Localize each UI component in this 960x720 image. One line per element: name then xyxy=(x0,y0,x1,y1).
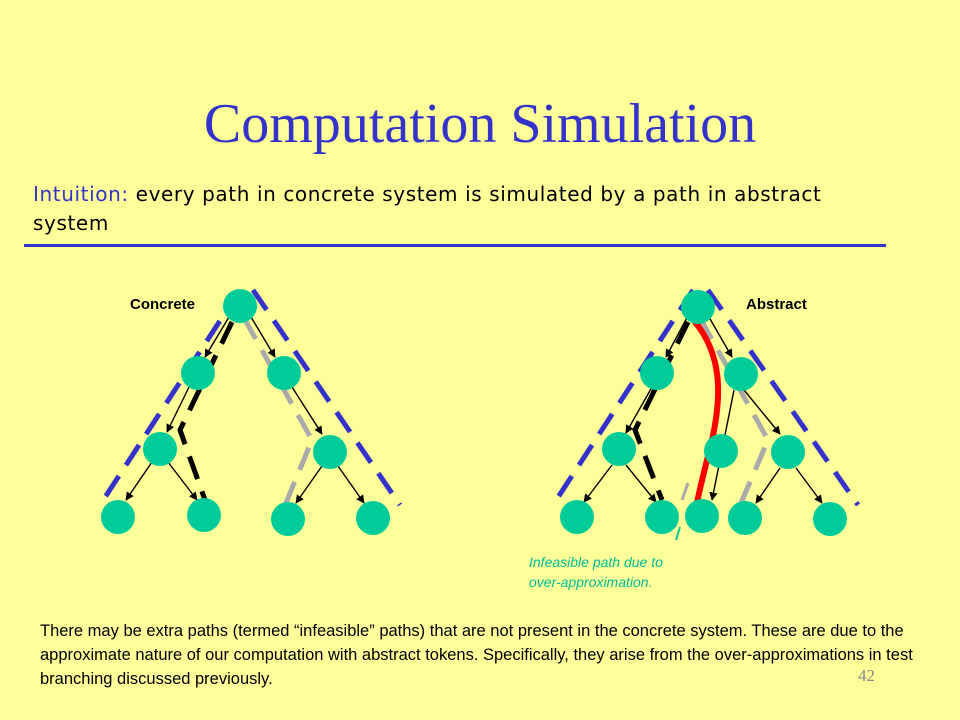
title-divider xyxy=(24,244,886,247)
concrete-node xyxy=(143,432,177,466)
concrete-node xyxy=(313,435,347,469)
abstract-node xyxy=(724,357,758,391)
infeasible-path xyxy=(691,319,722,521)
concrete-node xyxy=(187,498,221,532)
edge xyxy=(743,389,781,435)
concrete-tree xyxy=(97,288,403,536)
abstract-path-left xyxy=(632,320,691,501)
concrete-path-left xyxy=(177,320,235,501)
intuition-lead: Intuition: xyxy=(33,182,129,206)
abstract-node xyxy=(685,499,719,533)
abstract-envelope-left xyxy=(550,288,696,507)
edge xyxy=(665,311,691,358)
infeasible-note: Infeasible path due to over-approximatio… xyxy=(529,552,729,592)
concrete-node xyxy=(267,356,301,390)
edge xyxy=(204,311,233,358)
edge xyxy=(625,464,657,503)
concrete-node xyxy=(356,501,390,535)
edge xyxy=(337,465,365,504)
abstract-node xyxy=(645,500,679,534)
edge xyxy=(705,311,733,358)
slide-title: Computation Simulation xyxy=(203,93,757,155)
edge xyxy=(291,386,323,435)
edge xyxy=(755,467,781,504)
abstract-node xyxy=(728,501,762,535)
abstract-node xyxy=(681,290,715,324)
edge xyxy=(625,386,653,434)
concrete-path-right xyxy=(241,316,315,511)
edge xyxy=(583,464,613,503)
edge xyxy=(795,467,823,504)
concrete-label: Concrete xyxy=(130,296,196,313)
edge xyxy=(125,461,153,501)
infeasible-path-tail xyxy=(680,482,690,501)
abstract-node xyxy=(704,434,738,468)
abstract-tree xyxy=(550,288,861,541)
abstract-node xyxy=(771,435,805,469)
infeasible-path-tail xyxy=(675,526,681,541)
concrete-node xyxy=(223,289,257,323)
intuition-body: every path in concrete system is simulat… xyxy=(33,182,822,235)
abstract-node xyxy=(602,432,636,466)
intuition-text: Intuition: every path in concrete system… xyxy=(33,180,893,238)
page-number: 42 xyxy=(858,666,875,685)
concrete-envelope-left xyxy=(97,288,243,507)
abstract-envelope-right xyxy=(705,288,861,507)
abstract-node xyxy=(813,502,847,536)
explanation-text: There may be extra paths (termed “infeas… xyxy=(40,622,913,688)
edge xyxy=(247,311,276,358)
abstract-node xyxy=(640,356,674,390)
abstract-label: Abstract xyxy=(746,296,807,313)
concrete-node xyxy=(101,500,135,534)
concrete-envelope-right xyxy=(250,288,403,507)
infeasible-note-line: over-approximation. xyxy=(529,574,653,590)
abstract-node xyxy=(560,500,594,534)
infeasible-note-line: Infeasible path due to xyxy=(529,554,663,570)
edge xyxy=(295,465,323,504)
concrete-node xyxy=(181,356,215,390)
edge xyxy=(167,461,198,501)
abstract-path-right xyxy=(697,316,771,511)
edge xyxy=(166,384,191,433)
concrete-node xyxy=(271,502,305,536)
